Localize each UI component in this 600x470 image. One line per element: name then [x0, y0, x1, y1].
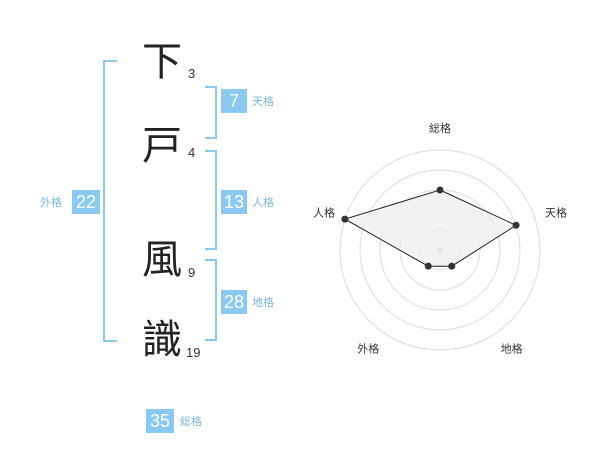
jinkaku-badge: 13: [221, 190, 247, 214]
radar-polygon-layer: [343, 189, 518, 267]
chikaku-bracket: [205, 259, 217, 341]
radar-point-3: [424, 262, 432, 270]
radar-axis-label-2: 地格: [501, 342, 523, 356]
radar-point-2: [448, 262, 456, 270]
radar-axis-label-1: 天格: [545, 205, 567, 219]
tenkaku-bracket: [205, 86, 217, 139]
gaikaku-badge: 22: [72, 190, 100, 214]
name-char-4: 識: [142, 317, 182, 363]
radar-polygon: [343, 189, 518, 267]
stroke-count-1: 3: [188, 66, 196, 81]
radar-axis-label-3: 外格: [357, 342, 379, 356]
stroke-count-2: 4: [188, 145, 196, 160]
radar-point-0: [436, 186, 444, 194]
name-char-3: 風: [142, 237, 182, 283]
radar-axis-label-4: 人格: [313, 205, 335, 219]
name-char-1: 下: [142, 39, 182, 85]
radar-point-4: [341, 215, 349, 223]
stroke-count-3: 9: [188, 265, 196, 280]
jinkaku-label: 人格: [252, 196, 274, 209]
tenkaku-badge: 7: [221, 89, 247, 113]
stroke-count-4: 19: [186, 345, 201, 360]
name-char-2: 戸: [142, 123, 182, 169]
radar-point-1: [512, 221, 520, 229]
tenkaku-label: 天格: [252, 95, 274, 108]
gaikaku-bracket: [103, 60, 117, 342]
soukaku-badge: 35: [146, 409, 174, 433]
chikaku-label: 地格: [252, 296, 274, 309]
chikaku-badge: 28: [221, 290, 247, 314]
radar-axis-label-0: 総格: [429, 121, 451, 135]
soukaku-label: 総格: [180, 415, 202, 428]
gaikaku-label: 外格: [40, 196, 62, 209]
radar-points: [341, 186, 520, 270]
jinkaku-bracket: [205, 150, 217, 250]
